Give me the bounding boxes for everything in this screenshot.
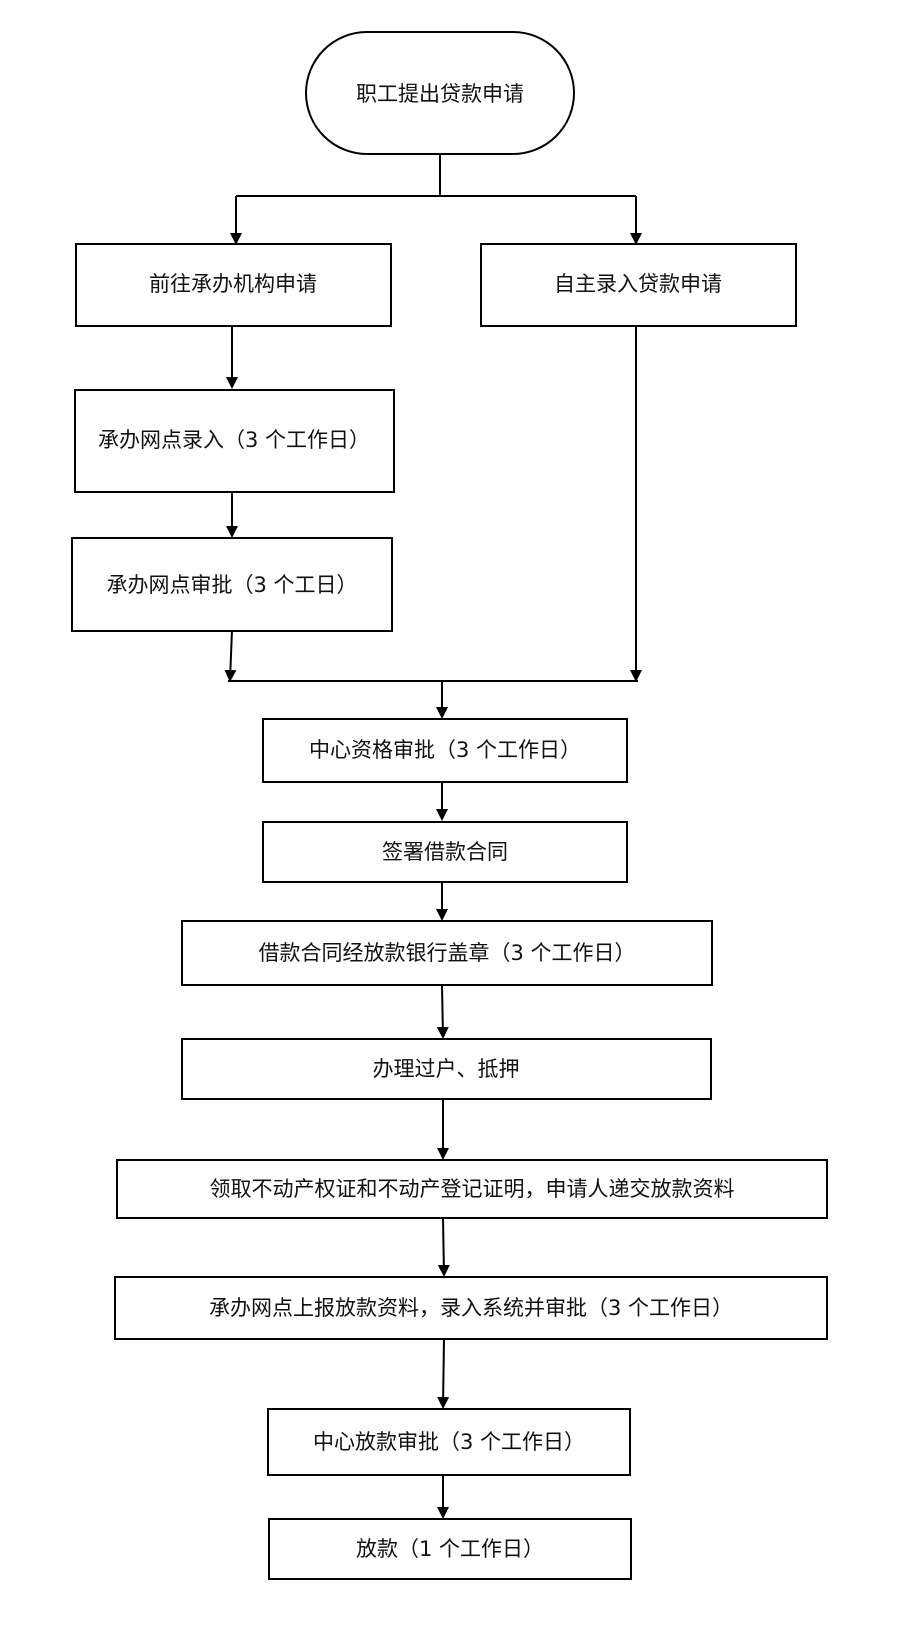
left-step2-label: 承办网点审批（3 个工日） xyxy=(106,573,357,597)
left-step1-box: 承办网点录入（3 个工作日） xyxy=(74,389,395,493)
branch-right-label: 自主录入贷款申请 xyxy=(554,272,722,296)
certificates-label: 领取不动产权证和不动产登记证明，申请人递交放款资料 xyxy=(210,1177,735,1201)
certificates-box: 领取不动产权证和不动产登记证明，申请人递交放款资料 xyxy=(116,1159,828,1219)
arrow-seal-to-transfer xyxy=(436,984,449,1039)
start-node: 职工提出贷款申请 xyxy=(305,31,575,155)
left-step1-label: 承办网点录入（3 个工作日） xyxy=(98,428,370,452)
branch-left-box: 前往承办机构申请 xyxy=(75,243,392,327)
arrow-step2-to-merge xyxy=(224,629,237,682)
branch-right-box: 自主录入贷款申请 xyxy=(480,243,797,327)
start-node-label: 职工提出贷款申请 xyxy=(356,82,524,106)
center-loan-review-label: 中心放款审批（3 个工作日） xyxy=(313,1430,585,1454)
disbursement-box: 放款（1 个工作日） xyxy=(268,1518,632,1580)
bank-seal-label: 借款合同经放款银行盖章（3 个工作日） xyxy=(258,941,635,965)
arrow-report-to-loan-review xyxy=(437,1338,450,1409)
transfer-mortgage-label: 办理过户、抵押 xyxy=(373,1057,520,1081)
left-step2-box: 承办网点审批（3 个工日） xyxy=(71,537,393,632)
sign-contract-label: 签署借款合同 xyxy=(382,840,508,864)
report-materials-label: 承办网点上报放款资料，录入系统并审批（3 个工作日） xyxy=(209,1296,733,1320)
transfer-mortgage-box: 办理过户、抵押 xyxy=(181,1038,712,1100)
disbursement-label: 放款（1 个工作日） xyxy=(356,1537,544,1561)
report-materials-box: 承办网点上报放款资料，录入系统并审批（3 个工作日） xyxy=(114,1276,828,1340)
bank-seal-box: 借款合同经放款银行盖章（3 个工作日） xyxy=(181,920,713,986)
sign-contract-box: 签署借款合同 xyxy=(262,821,628,883)
center-loan-review-box: 中心放款审批（3 个工作日） xyxy=(267,1408,631,1476)
center-review-label: 中心资格审批（3 个工作日） xyxy=(309,738,581,762)
center-review-box: 中心资格审批（3 个工作日） xyxy=(262,718,628,783)
connectors xyxy=(224,152,642,1519)
arrow-certificates-to-report xyxy=(437,1217,450,1277)
branch-left-label: 前往承办机构申请 xyxy=(149,272,317,296)
